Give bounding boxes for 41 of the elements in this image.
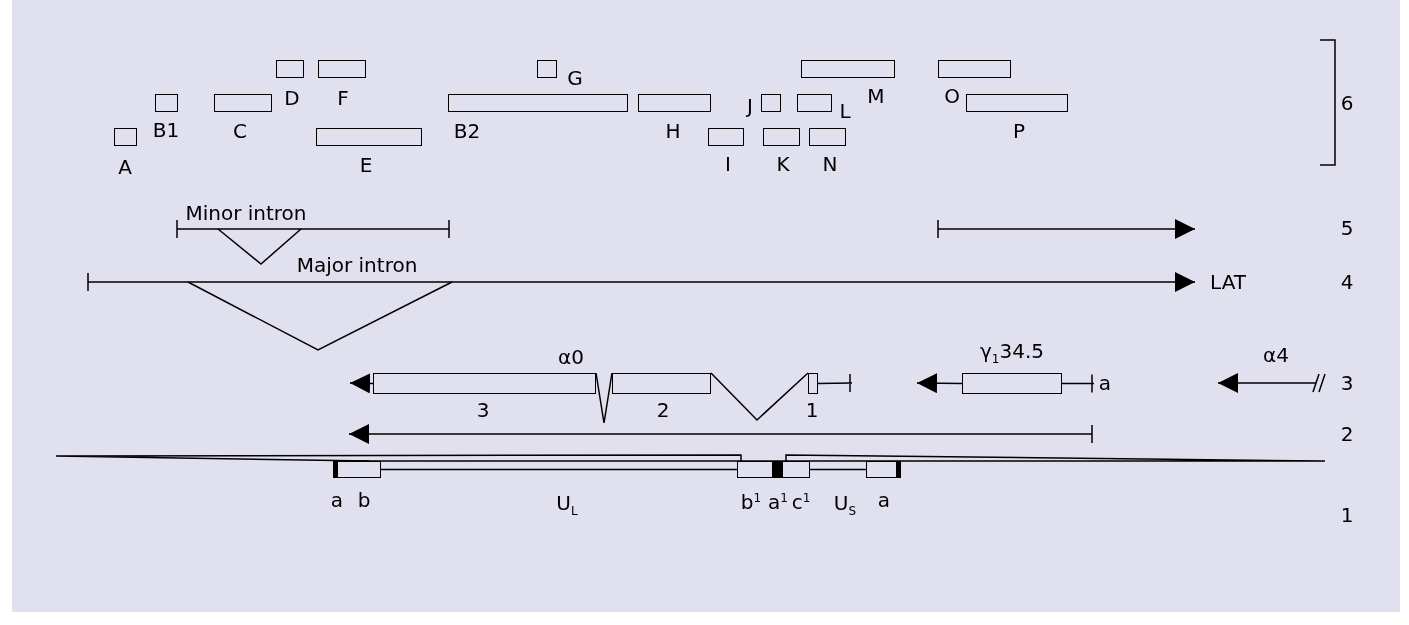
row-number: 6 — [1340, 92, 1354, 114]
region-label: N — [822, 153, 838, 175]
region-label: E — [359, 154, 373, 176]
gene-label: α4 — [1263, 344, 1289, 366]
segment-label: a — [330, 489, 344, 511]
segment-label: a — [1098, 372, 1112, 394]
region-label: c$^{1}$ — [791, 489, 811, 514]
region-label: U$_{S}$ — [833, 492, 857, 520]
exon-number: 3 — [476, 399, 490, 421]
region-label: D — [284, 87, 300, 109]
row-number: 2 — [1340, 423, 1354, 445]
row-number: 1 — [1340, 504, 1354, 526]
region-label: A — [118, 156, 132, 178]
exon-number: 1 — [805, 399, 819, 421]
region-label: F — [337, 87, 349, 109]
row-number: 3 — [1340, 372, 1354, 394]
transcript-label: LAT — [1210, 271, 1246, 293]
region-label: H — [665, 120, 681, 142]
gene-label: α0 — [558, 346, 584, 368]
region-label: L — [839, 100, 851, 122]
region-label: O — [944, 85, 960, 107]
intron-label: Major intron — [296, 254, 418, 276]
segment-label: a — [877, 489, 891, 511]
gene-label: γ$_{1}$34.5 — [980, 340, 1044, 368]
region-label: P — [1012, 120, 1026, 142]
region-label: I — [725, 153, 731, 175]
region-label: B1 — [152, 119, 180, 141]
region-label: b$^{1}$ — [740, 489, 762, 514]
region-label: B2 — [453, 120, 481, 142]
region-label: C — [233, 120, 247, 142]
region-label: U$_{L}$ — [556, 492, 578, 520]
segment-label: a$^{1}$ — [768, 489, 788, 514]
row-number: 4 — [1340, 271, 1354, 293]
intron-label: Minor intron — [185, 202, 307, 224]
exon-number: 2 — [656, 399, 670, 421]
region-label: M — [867, 85, 885, 107]
region-label: J — [747, 95, 753, 117]
region-label: G — [567, 67, 583, 89]
region-label: K — [776, 153, 790, 175]
region-label: b — [357, 489, 371, 511]
row-number: 5 — [1340, 217, 1354, 239]
